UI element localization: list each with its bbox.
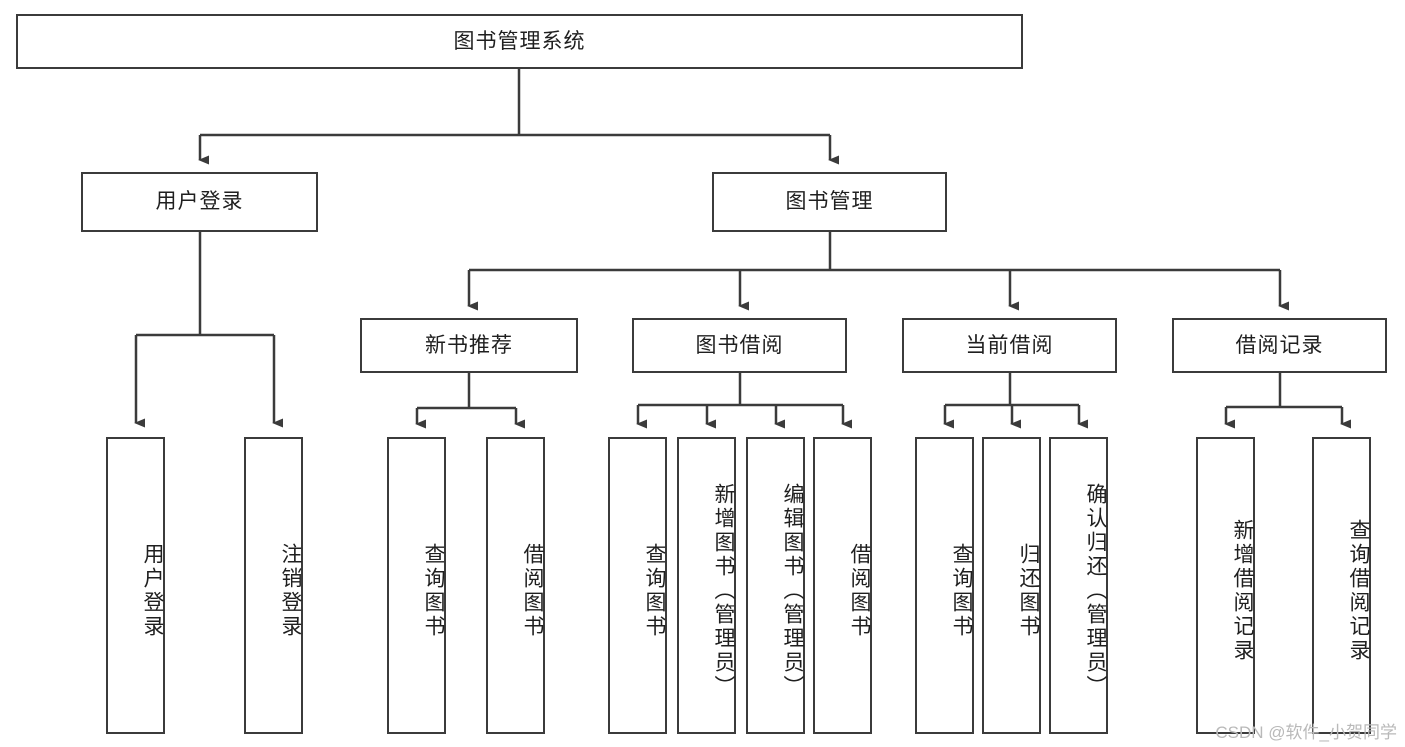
node-leaf-add-book[interactable]: 新增图书（管理员） bbox=[677, 437, 736, 734]
csdn-watermark: CSDN @软件_小贺同学 bbox=[1215, 723, 1397, 742]
node-leaf-edit-book-label: 编辑图书（管理员） bbox=[781, 482, 804, 699]
node-borrow-record[interactable]: 借阅记录 bbox=[1172, 318, 1387, 373]
node-leaf-return-book-label: 归还图书 bbox=[1017, 542, 1040, 639]
node-leaf-logout-label: 注销登录 bbox=[279, 542, 302, 639]
node-leaf-add-book-label: 新增图书（管理员） bbox=[712, 482, 735, 699]
node-root[interactable]: 图书管理系统 bbox=[16, 14, 1023, 69]
node-leaf-query-book-borrow[interactable]: 查询图书 bbox=[608, 437, 667, 734]
node-user-login-label: 用户登录 bbox=[155, 190, 244, 214]
node-leaf-confirm-return[interactable]: 确认归还（管理员） bbox=[1049, 437, 1108, 734]
node-leaf-edit-book[interactable]: 编辑图书（管理员） bbox=[746, 437, 805, 734]
node-leaf-query-book-current[interactable]: 查询图书 bbox=[915, 437, 974, 734]
node-leaf-query-book-rec-label: 查询图书 bbox=[422, 542, 445, 639]
node-leaf-borrow-book-label: 借阅图书 bbox=[848, 542, 871, 639]
node-new-book-recommend-label: 新书推荐 bbox=[425, 333, 513, 357]
node-new-book-recommend[interactable]: 新书推荐 bbox=[360, 318, 578, 373]
node-book-borrow-label: 图书借阅 bbox=[695, 333, 784, 357]
node-book-manage[interactable]: 图书管理 bbox=[712, 172, 947, 232]
node-leaf-user-login-label: 用户登录 bbox=[141, 542, 164, 639]
node-leaf-query-book-current-label: 查询图书 bbox=[950, 542, 973, 639]
node-leaf-query-book-borrow-label: 查询图书 bbox=[643, 542, 666, 639]
node-leaf-add-record[interactable]: 新增借阅记录 bbox=[1196, 437, 1255, 734]
node-current-borrow[interactable]: 当前借阅 bbox=[902, 318, 1117, 373]
node-leaf-query-record-label: 查询借阅记录 bbox=[1347, 518, 1370, 663]
node-current-borrow-label: 当前借阅 bbox=[965, 333, 1054, 357]
node-root-label: 图书管理系统 bbox=[453, 29, 586, 53]
node-leaf-add-record-label: 新增借阅记录 bbox=[1231, 518, 1254, 663]
node-leaf-logout[interactable]: 注销登录 bbox=[244, 437, 303, 734]
node-book-borrow[interactable]: 图书借阅 bbox=[632, 318, 847, 373]
node-leaf-confirm-return-label: 确认归还（管理员） bbox=[1084, 482, 1107, 699]
node-leaf-borrow-book-rec-label: 借阅图书 bbox=[521, 542, 544, 639]
node-leaf-user-login[interactable]: 用户登录 bbox=[106, 437, 165, 734]
node-leaf-query-record[interactable]: 查询借阅记录 bbox=[1312, 437, 1371, 734]
node-leaf-return-book[interactable]: 归还图书 bbox=[982, 437, 1041, 734]
node-leaf-borrow-book[interactable]: 借阅图书 bbox=[813, 437, 872, 734]
node-user-login[interactable]: 用户登录 bbox=[81, 172, 318, 232]
node-borrow-record-label: 借阅记录 bbox=[1235, 333, 1324, 357]
node-book-manage-label: 图书管理 bbox=[785, 190, 874, 214]
node-leaf-query-book-rec[interactable]: 查询图书 bbox=[387, 437, 446, 734]
node-leaf-borrow-book-rec[interactable]: 借阅图书 bbox=[486, 437, 545, 734]
